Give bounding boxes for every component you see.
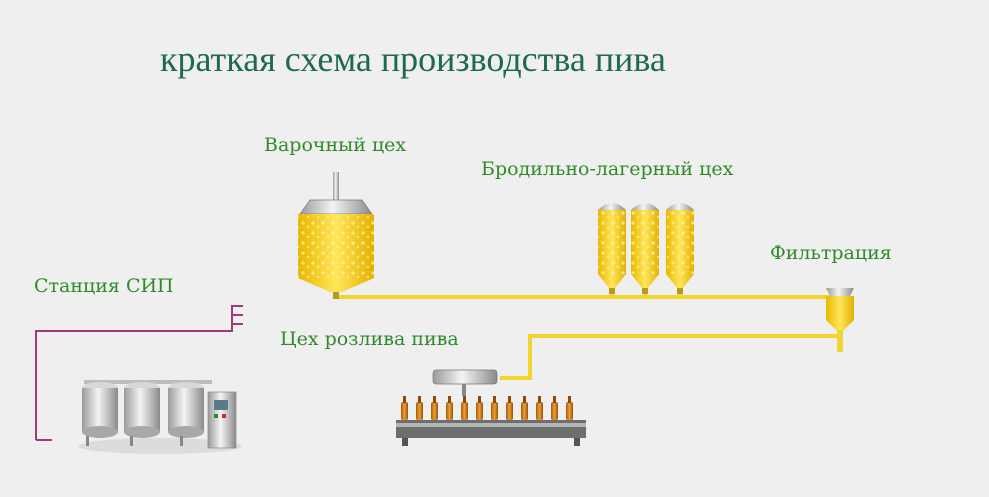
fermentation-label: Бродильно-лагерный цех: [481, 158, 734, 180]
bottling-line: [396, 369, 586, 446]
fermentation-tank-3: [666, 203, 694, 294]
fermentation-tank-2: [631, 203, 659, 294]
bottling-label: Цех розлива пива: [280, 328, 459, 350]
main-pipe: [338, 290, 840, 380]
brewhouse-tank: [298, 172, 374, 299]
filtration-label: Фильтрация: [770, 242, 892, 264]
cip-station: [78, 380, 242, 454]
brewhouse-label: Варочный цех: [264, 134, 407, 156]
filtration-unit: [826, 288, 854, 352]
cip-station-label: Станция СИП: [34, 275, 174, 297]
fermentation-tank-1: [598, 203, 626, 294]
beer-bottles: [401, 396, 573, 420]
page-title: краткая схема производства пива: [160, 39, 666, 79]
cip-line: [35, 305, 243, 441]
